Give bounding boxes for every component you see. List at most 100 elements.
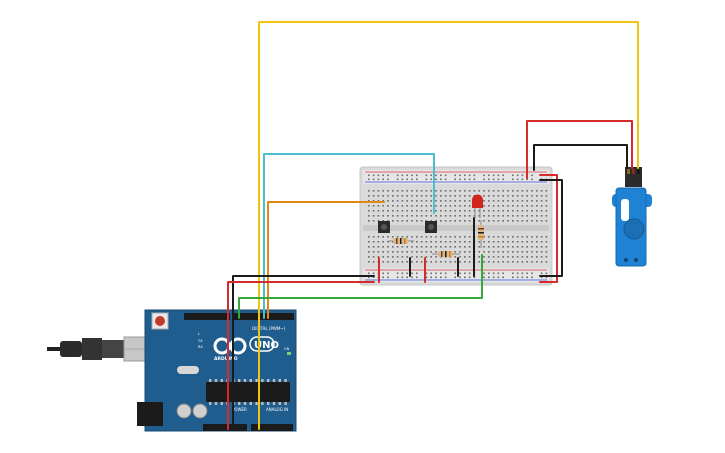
breadboard-hole[interactable] <box>377 251 380 253</box>
breadboard-hole[interactable] <box>464 246 466 248</box>
breadboard-hole[interactable] <box>545 241 548 243</box>
breadboard-hole[interactable] <box>430 195 432 197</box>
breadboard-hole[interactable] <box>459 256 461 258</box>
breadboard-hole[interactable] <box>372 236 375 238</box>
breadboard-hole[interactable] <box>430 178 432 181</box>
breadboard-hole[interactable] <box>497 251 500 253</box>
breadboard-hole[interactable] <box>540 195 543 197</box>
breadboard-hole[interactable] <box>430 241 432 243</box>
breadboard-hole[interactable] <box>440 174 442 177</box>
breadboard-hole[interactable] <box>392 215 394 217</box>
breadboard-hole[interactable] <box>497 276 500 279</box>
breadboard-hole[interactable] <box>507 256 509 258</box>
breadboard-hole[interactable] <box>411 210 413 212</box>
breadboard-hole[interactable] <box>478 215 480 217</box>
breadboard-hole[interactable] <box>416 200 418 202</box>
breadboard-hole[interactable] <box>483 215 485 217</box>
breadboard-hole[interactable] <box>526 261 528 263</box>
breadboard-hole[interactable] <box>382 256 384 258</box>
breadboard-hole[interactable] <box>521 200 524 202</box>
breadboard-hole[interactable] <box>492 195 495 197</box>
breadboard-hole[interactable] <box>521 241 524 243</box>
breadboard-hole[interactable] <box>521 174 524 177</box>
breadboard-hole[interactable] <box>444 241 447 243</box>
breadboard-hole[interactable] <box>459 178 461 181</box>
breadboard-hole[interactable] <box>497 190 500 192</box>
breadboard-hole[interactable] <box>396 210 399 212</box>
breadboard-hole[interactable] <box>396 195 399 197</box>
breadboard-hole[interactable] <box>411 246 413 248</box>
breadboard-hole[interactable] <box>387 195 389 197</box>
breadboard-hole[interactable] <box>430 215 432 217</box>
breadboard-hole[interactable] <box>387 190 389 192</box>
breadboard-hole[interactable] <box>368 220 370 222</box>
breadboard-hole[interactable] <box>392 261 394 263</box>
breadboard-hole[interactable] <box>531 261 533 263</box>
breadboard-hole[interactable] <box>507 210 509 212</box>
breadboard-hole[interactable] <box>540 220 543 222</box>
breadboard-hole[interactable] <box>420 210 423 212</box>
breadboard-hole[interactable] <box>406 210 408 212</box>
breadboard-hole[interactable] <box>478 261 480 263</box>
breadboard-hole[interactable] <box>425 251 428 253</box>
breadboard-hole[interactable] <box>440 178 442 181</box>
breadboard-hole[interactable] <box>435 178 437 181</box>
breadboard-hole[interactable] <box>502 256 504 258</box>
breadboard-hole[interactable] <box>464 261 466 263</box>
breadboard-hole[interactable] <box>454 261 456 263</box>
breadboard-hole[interactable] <box>531 174 533 177</box>
wire-red-servo-power[interactable] <box>526 120 633 179</box>
breadboard-hole[interactable] <box>468 272 471 275</box>
breadboard-hole[interactable] <box>492 210 495 212</box>
breadboard-hole[interactable] <box>382 210 384 212</box>
breadboard-hole[interactable] <box>536 205 538 207</box>
breadboard-hole[interactable] <box>502 272 504 275</box>
breadboard-hole[interactable] <box>502 205 504 207</box>
breadboard-hole[interactable] <box>512 220 514 222</box>
breadboard-hole[interactable] <box>478 190 480 192</box>
breadboard-hole[interactable] <box>536 241 538 243</box>
breadboard-hole[interactable] <box>478 241 480 243</box>
breadboard-hole[interactable] <box>512 261 514 263</box>
breadboard-hole[interactable] <box>512 272 514 275</box>
breadboard-hole[interactable] <box>540 246 543 248</box>
servo-motor[interactable] <box>612 167 652 267</box>
breadboard-hole[interactable] <box>492 261 495 263</box>
reset-button-icon[interactable] <box>151 312 169 330</box>
breadboard-hole[interactable] <box>512 195 514 197</box>
wires[interactable] <box>227 21 639 430</box>
breadboard-hole[interactable] <box>531 178 533 181</box>
breadboard-hole[interactable] <box>449 205 452 207</box>
breadboard-hole[interactable] <box>459 236 461 238</box>
breadboard-hole[interactable] <box>440 220 442 222</box>
led-red[interactable] <box>472 194 483 219</box>
breadboard-hole[interactable] <box>468 241 471 243</box>
breadboard-hole[interactable] <box>377 174 380 177</box>
breadboard-hole[interactable] <box>502 200 504 202</box>
breadboard-hole[interactable] <box>464 195 466 197</box>
breadboard-hole[interactable] <box>526 210 528 212</box>
breadboard-hole[interactable] <box>497 220 500 222</box>
breadboard-hole[interactable] <box>488 241 490 243</box>
breadboard-hole[interactable] <box>464 236 466 238</box>
breadboard-hole[interactable] <box>425 256 428 258</box>
breadboard-hole[interactable] <box>536 190 538 192</box>
breadboard-hole[interactable] <box>483 241 485 243</box>
breadboard-hole[interactable] <box>483 200 485 202</box>
breadboard-hole[interactable] <box>488 215 490 217</box>
breadboard-hole[interactable] <box>516 190 519 192</box>
breadboard-hole[interactable] <box>521 190 524 192</box>
breadboard-hole[interactable] <box>444 236 447 238</box>
breadboard-hole[interactable] <box>483 205 485 207</box>
breadboard-hole[interactable] <box>492 272 495 275</box>
breadboard-hole[interactable] <box>502 190 504 192</box>
breadboard-hole[interactable] <box>516 195 519 197</box>
breadboard-hole[interactable] <box>396 178 399 181</box>
breadboard-hole[interactable] <box>368 276 370 279</box>
breadboard-hole[interactable] <box>435 205 437 207</box>
breadboard-hole[interactable] <box>478 251 480 253</box>
breadboard-hole[interactable] <box>368 272 370 275</box>
breadboard-hole[interactable] <box>502 215 504 217</box>
breadboard-hole[interactable] <box>420 236 423 238</box>
breadboard-hole[interactable] <box>468 236 471 238</box>
